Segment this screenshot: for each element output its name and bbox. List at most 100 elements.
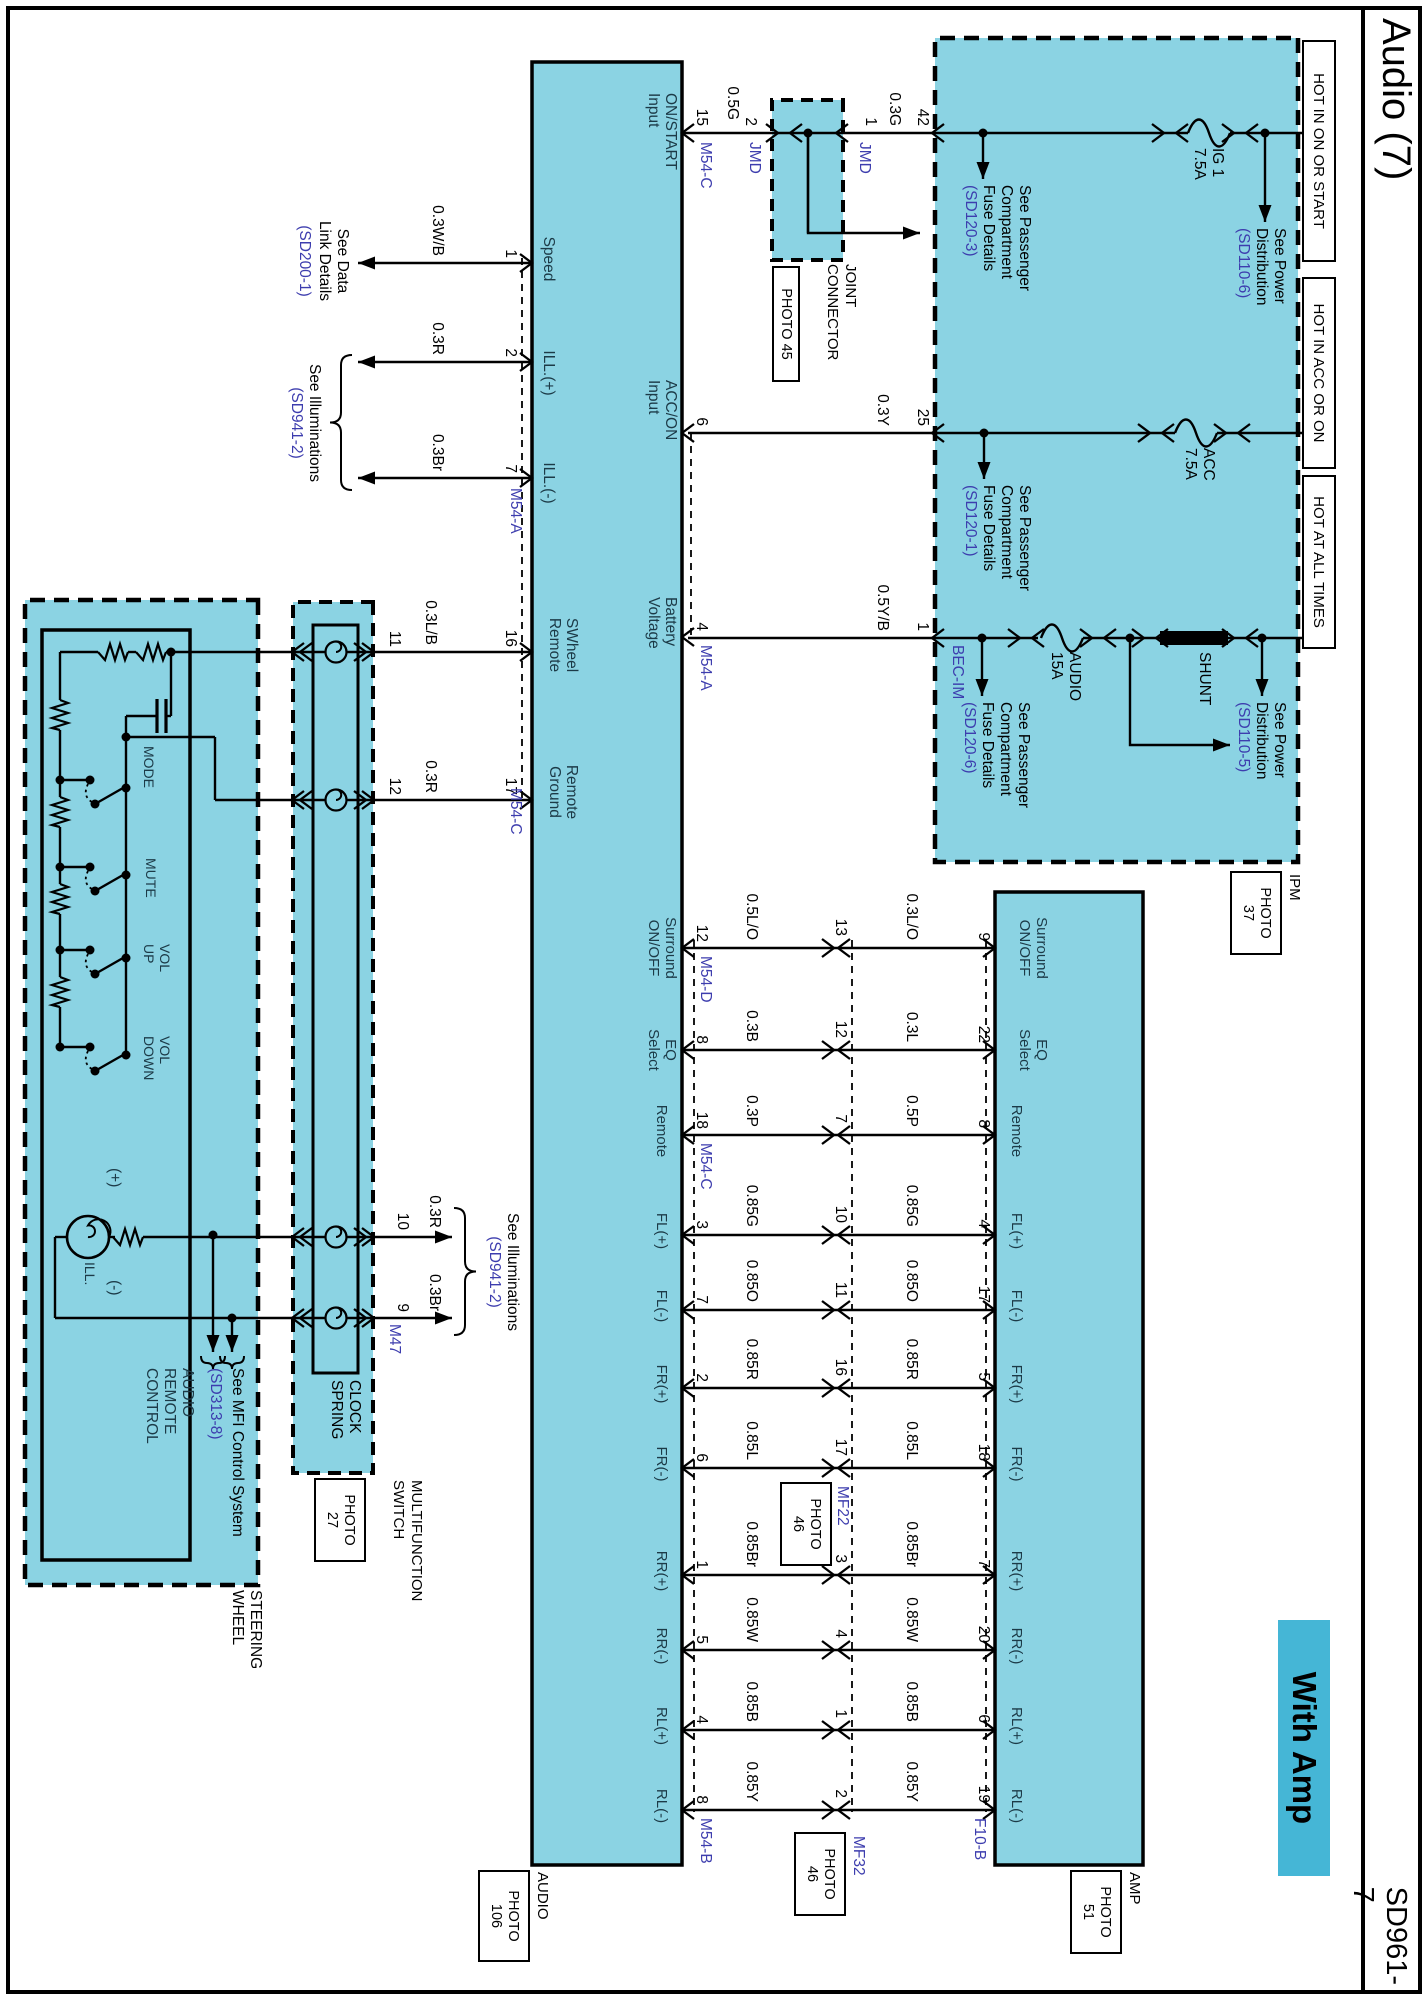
label: MF32 [850, 1836, 867, 1876]
wire-label: 0.3L/O [903, 893, 920, 940]
wire-label: 0.85L [743, 1421, 760, 1460]
junction-dot [121, 1050, 131, 1060]
connector-chevron [834, 123, 849, 143]
connector-pin-number: 12 [832, 1020, 849, 1038]
connector-chevron [1213, 423, 1228, 443]
connector-pin-number: 1 [832, 1709, 849, 1718]
connector-chevron [680, 1378, 695, 1398]
junction-dot [85, 1042, 95, 1052]
connector-chevron [836, 1800, 851, 1820]
wire-label: 0.3L [903, 1011, 920, 1042]
power-banner: HOT IN ACC OR ON [1302, 277, 1336, 469]
label: See Passenger [1015, 702, 1032, 808]
junction-dot [208, 1230, 218, 1240]
label: Remote [546, 617, 563, 673]
pin-number: 6 [693, 1453, 710, 1462]
head-unit-pin-label: FR(+) [653, 1364, 670, 1404]
pin-number: 3 [693, 1220, 710, 1229]
amp-pin-label: FR(-) [1008, 1446, 1025, 1482]
junction-dot [978, 128, 988, 138]
amp-pin-label: Remote [1008, 1104, 1025, 1158]
arrow-line [806, 133, 920, 235]
label: 15A [1048, 652, 1065, 680]
connector-chevron [353, 1227, 368, 1247]
switch-arc [84, 953, 93, 973]
label: (SD120-6) [961, 702, 978, 774]
label: AUDIO [179, 1368, 196, 1418]
lamp-filament [86, 1218, 112, 1239]
label: 0.3G [886, 92, 903, 126]
wire-label: 0.85Br [903, 1521, 920, 1567]
connector-chevron [982, 1720, 997, 1740]
head-unit-pin-label: Select [645, 1029, 662, 1071]
label: ILL.(-) [540, 462, 557, 504]
clock-spring-inner-box [311, 623, 360, 1375]
label: See Illuminations [306, 363, 323, 483]
label: 10 [394, 1212, 411, 1230]
connector-chevron [519, 468, 534, 488]
connector-chevron [298, 1227, 313, 1247]
wire-label: 0.85R [743, 1338, 760, 1380]
label: See Passenger [1016, 185, 1033, 291]
pin-number: 12 [693, 924, 710, 942]
connector-chevron [982, 1300, 997, 1320]
junction-dot [121, 783, 131, 793]
label: (SD200-1) [296, 225, 313, 297]
junction-dot [90, 799, 100, 809]
label: 4 [693, 622, 710, 631]
connector-chevron [982, 1565, 997, 1585]
pin-number: 1 [693, 1560, 710, 1569]
label: ACC [1200, 448, 1217, 481]
connector-chevron [290, 1308, 305, 1328]
wire-label: 0.5L/O [743, 893, 760, 940]
connector-chevron [680, 1225, 695, 1245]
head-unit-pin-label: RR(-) [653, 1627, 670, 1665]
wire [94, 1053, 124, 1073]
junction-dot [55, 1042, 65, 1052]
fuse-symbol [1186, 118, 1232, 148]
wire [94, 956, 124, 976]
amp-pin-label: Surround [1033, 917, 1050, 979]
label: CLOCK [346, 1380, 363, 1434]
connector-chevron [290, 1227, 305, 1247]
power-banner: HOT AT ALL TIMES [1302, 475, 1336, 649]
label: 42 [914, 108, 931, 126]
resistor-symbol [112, 1225, 145, 1249]
small-brace [200, 1355, 226, 1370]
label: M47 [386, 1324, 403, 1355]
connector-chevron [982, 1040, 997, 1060]
pin-number: 4 [975, 1219, 992, 1228]
label: M54-C [507, 788, 524, 835]
junction-dot [90, 886, 100, 896]
brace [453, 1207, 477, 1336]
label: 1 [862, 117, 879, 126]
label: Input [645, 93, 662, 128]
resistor-symbol [47, 975, 72, 1009]
pin-number: 4 [693, 1715, 710, 1724]
pin-number: 7 [693, 1295, 710, 1304]
label: See Illuminations [504, 1212, 521, 1332]
arrowhead [358, 256, 375, 270]
connector-chevron [680, 123, 695, 143]
wire-label: 0.85W [743, 1597, 760, 1642]
wire-label: 0.5P [903, 1095, 920, 1127]
connector-chevron [353, 790, 368, 810]
label: 9 [394, 1303, 411, 1312]
arrowhead [1255, 679, 1269, 696]
connector-chevron [1102, 628, 1117, 648]
page-code: SD961-7 [1347, 1886, 1412, 1985]
wire [94, 786, 124, 806]
label: STEERING [247, 1590, 264, 1670]
connector-chevron [680, 1720, 695, 1740]
connector-chevron [680, 1300, 695, 1320]
label: 0.3R [429, 322, 446, 355]
wire-label: 0.85L [903, 1421, 920, 1460]
pin-number: 2 [693, 1373, 710, 1382]
connector-chevron [1151, 123, 1166, 143]
label: Voltage [645, 597, 662, 649]
amp-box [993, 890, 1145, 1867]
connector-label: M54-B [697, 1818, 714, 1864]
pin-number: 5 [975, 1372, 992, 1381]
